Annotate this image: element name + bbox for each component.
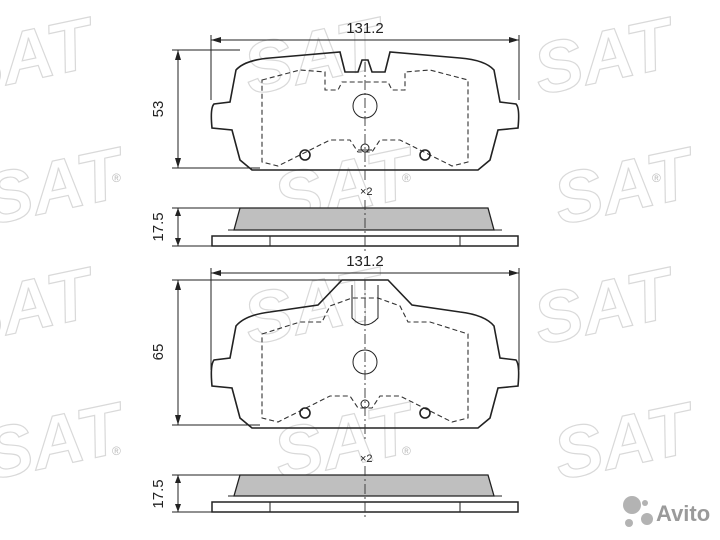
watermark-text: SAT	[527, 252, 685, 360]
quantity-label: ×2	[360, 186, 373, 198]
pin-hole-left	[299, 407, 311, 419]
avito-logo-text: Avito	[656, 501, 710, 526]
watermark-layer: SAT SAT SAT SAT SAT SAT SAT SAT SAT SAT …	[0, 2, 705, 497]
center-clip	[352, 62, 378, 180]
watermark-text: SAT	[527, 2, 685, 110]
pin-hole-right	[419, 149, 431, 161]
watermark-text: SAT	[237, 2, 395, 110]
friction-block	[233, 474, 495, 497]
thickness-dimension: 17.5	[150, 474, 240, 513]
width-label: 131.2	[346, 20, 384, 37]
backing-plate-outline	[210, 279, 520, 429]
width-dimension: 131.2	[210, 20, 520, 100]
watermark-row-3: SAT SAT SAT	[0, 252, 685, 362]
registered-mark: ®	[652, 171, 661, 185]
pin-hole-right	[419, 407, 431, 419]
registered-mark: ®	[402, 444, 411, 458]
center-clip	[351, 280, 379, 440]
avito-dots-icon	[623, 496, 653, 527]
watermark-text: SAT	[547, 132, 705, 240]
thickness-label: 17.5	[150, 479, 167, 508]
pad-bottom-side-view: ×2 17.5	[150, 453, 519, 520]
height-label: 65	[150, 344, 167, 361]
quantity-label: ×2	[360, 453, 373, 465]
pad-top-front-view: 131.2 53	[150, 20, 520, 180]
height-dimension: 65	[150, 279, 345, 426]
thickness-label: 17.5	[150, 212, 167, 241]
width-label: 131.2	[346, 253, 384, 270]
height-dimension: 53	[150, 49, 260, 169]
backing-plate-outline	[210, 51, 520, 171]
height-label: 53	[150, 101, 167, 118]
pad-top-side-view: ×2 17.5	[150, 186, 519, 254]
watermark-text: SAT	[0, 252, 105, 360]
thickness-dimension: 17.5	[150, 207, 240, 247]
pad-bottom-front-view: 131.2 65	[150, 253, 520, 440]
width-dimension: 131.2	[210, 253, 520, 370]
friction-outline	[261, 297, 469, 423]
pin-hole-left	[299, 149, 311, 161]
registered-mark: ®	[402, 171, 411, 185]
registered-mark: ®	[112, 171, 121, 185]
watermark-row-1: SAT SAT SAT	[0, 2, 685, 112]
watermark-text: SAT	[0, 132, 135, 240]
friction-block	[233, 207, 495, 231]
friction-outline	[261, 69, 469, 167]
watermark-text: SAT	[547, 387, 705, 495]
watermark-text: SAT	[0, 2, 105, 110]
watermark-text: SAT	[0, 387, 135, 495]
registered-mark: ®	[112, 444, 121, 458]
avito-badge: Avito	[623, 496, 710, 527]
